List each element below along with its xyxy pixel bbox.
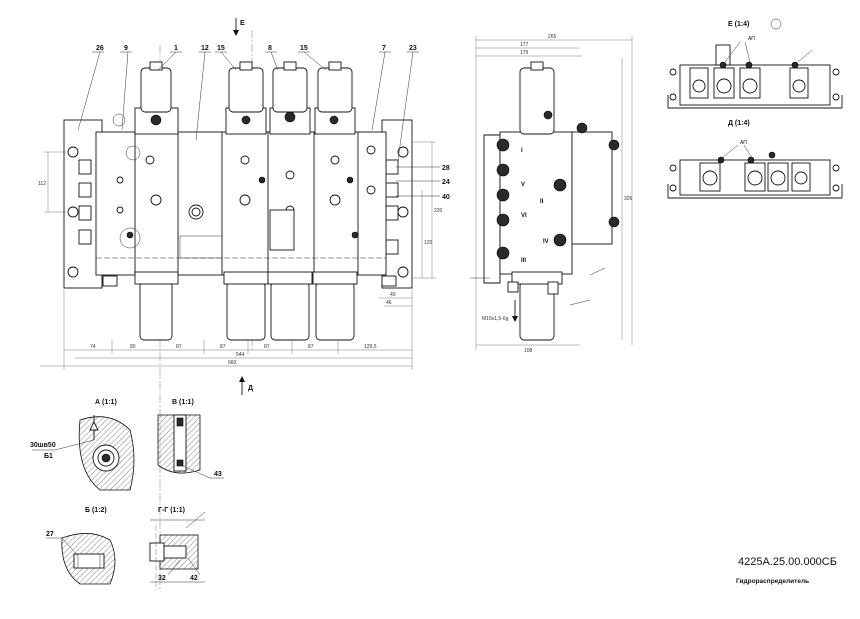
dim-108: 108 bbox=[524, 348, 533, 354]
dim-74: 74 bbox=[90, 344, 96, 350]
view-d-tag: АП bbox=[740, 140, 747, 146]
drawing-code: 4225A.25.00.000СБ bbox=[738, 556, 837, 568]
callout-32: 32 bbox=[158, 575, 166, 582]
view-d bbox=[667, 144, 843, 199]
view-e bbox=[667, 18, 843, 109]
callout-12: 12 bbox=[201, 45, 209, 52]
dim-220: 220 bbox=[434, 208, 443, 214]
section-gg-title: Г-Г (1:1) bbox=[158, 507, 185, 514]
section-gg bbox=[149, 511, 206, 590]
dim-120: 120 bbox=[424, 240, 433, 246]
dim-87b: 87 bbox=[220, 344, 226, 350]
dim-177: 177 bbox=[520, 42, 529, 48]
view-e-title: Е (1:4) bbox=[728, 21, 749, 28]
view-e-tag: АП bbox=[748, 36, 755, 42]
side-body bbox=[499, 131, 573, 275]
thread-spec: М16х1,5-6g bbox=[482, 316, 509, 322]
detail-b-title: Б (1:2) bbox=[85, 507, 107, 514]
dim-46: 46 bbox=[386, 300, 392, 306]
detail-v-title: В (1:1) bbox=[172, 399, 194, 406]
callout-27: 27 bbox=[46, 531, 54, 538]
dim-660: 660 bbox=[228, 360, 237, 366]
bottom-cylinders bbox=[134, 271, 358, 341]
drawing-name: Гидрораспределитель bbox=[736, 578, 809, 585]
callout-30shv50: 30шв50 bbox=[30, 442, 56, 449]
port-i: I bbox=[521, 148, 523, 154]
detail-b bbox=[46, 533, 116, 585]
port-iv: IV bbox=[543, 239, 549, 245]
callout-15a: 15 bbox=[217, 45, 225, 52]
callout-1: 1 bbox=[174, 45, 178, 52]
detail-v-marker bbox=[119, 227, 141, 249]
callout-b1: Б1 bbox=[44, 453, 53, 460]
dim-87a: 87 bbox=[176, 344, 182, 350]
callout-28: 28 bbox=[442, 165, 450, 172]
dim-87c: 87 bbox=[264, 344, 270, 350]
right-mount-plate bbox=[381, 119, 413, 289]
side-view bbox=[470, 36, 633, 350]
callout-26: 26 bbox=[96, 45, 104, 52]
section-e-mark: Е bbox=[240, 20, 245, 27]
detail-a-title: А (1:1) bbox=[95, 399, 117, 406]
port-v: V bbox=[521, 182, 525, 188]
callout-23: 23 bbox=[409, 45, 417, 52]
callout-15b: 15 bbox=[300, 45, 308, 52]
port-iii: III bbox=[521, 258, 526, 264]
dim-326: 326 bbox=[624, 196, 633, 202]
callout-43: 43 bbox=[214, 471, 222, 478]
dim-265: 265 bbox=[548, 34, 557, 40]
callout-7: 7 bbox=[382, 45, 386, 52]
view-d-title: Д (1:4) bbox=[728, 120, 750, 127]
main-front-view bbox=[40, 18, 440, 590]
callout-9: 9 bbox=[124, 45, 128, 52]
detail-v bbox=[157, 414, 224, 479]
dim-179: 179 bbox=[520, 50, 529, 56]
port-ii: II bbox=[540, 199, 544, 205]
callout-42: 42 bbox=[190, 575, 198, 582]
callout-24: 24 bbox=[442, 179, 450, 186]
top-cylinders bbox=[140, 61, 353, 126]
dim-544: 544 bbox=[236, 352, 245, 358]
body-holes bbox=[116, 145, 376, 239]
port-vi: VI bbox=[521, 213, 527, 219]
dim-129-5: 129,5 bbox=[364, 344, 377, 350]
dim-112: 112 bbox=[38, 181, 46, 187]
dim-80: 80 bbox=[130, 344, 136, 350]
section-d-mark: Д bbox=[248, 385, 253, 392]
dim-40: 40 bbox=[390, 292, 396, 298]
callout-40: 40 bbox=[442, 194, 450, 201]
detail-a bbox=[32, 415, 135, 491]
dim-87d: 87 bbox=[308, 344, 314, 350]
callout-8: 8 bbox=[268, 45, 272, 52]
detail-b-marker bbox=[125, 145, 141, 161]
